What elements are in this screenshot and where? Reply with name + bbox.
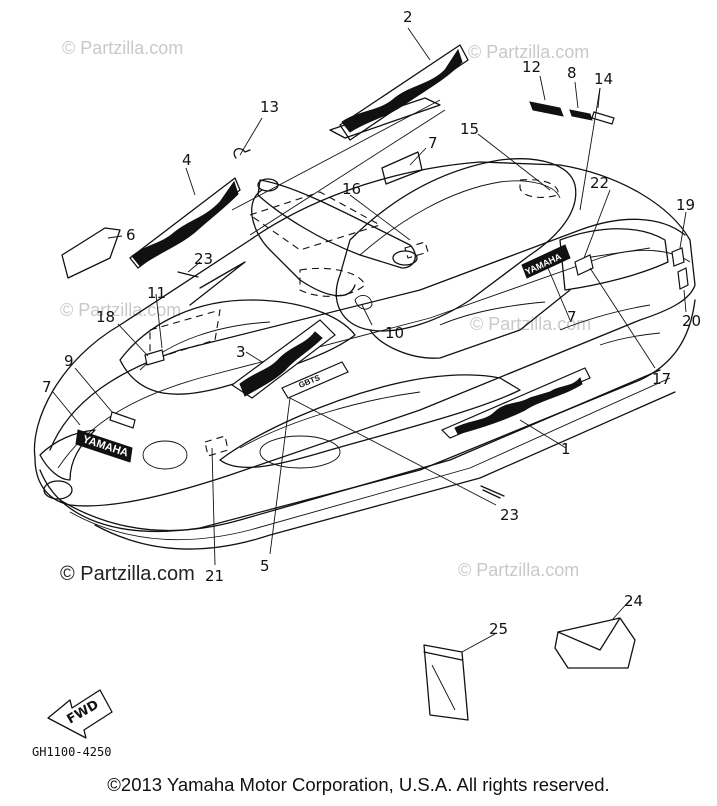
part-23-upper [177, 271, 199, 278]
svg-text:YAMAHA: YAMAHA [81, 433, 130, 459]
part-7-top [381, 151, 423, 185]
callout-18: 18 [96, 308, 115, 326]
watermark-top-right: © Partzilla.com [468, 42, 589, 62]
callout-10: 10 [385, 324, 404, 342]
decal-1-side-graphic [440, 367, 591, 439]
callout-7-bow: 7 [42, 378, 52, 396]
part-13 [233, 148, 251, 159]
callout-24: 24 [624, 592, 643, 610]
drawing-code: GH1100-4250 [32, 745, 111, 759]
fwd-arrow-icon: FWD [47, 689, 113, 739]
part-6-panel [61, 227, 121, 279]
part-4-decal-strip [129, 177, 241, 269]
decal-9 [109, 411, 136, 429]
callout-22: 22 [590, 174, 609, 192]
callout-11: 11 [147, 284, 166, 302]
decal-18 [144, 349, 165, 366]
callout-25: 25 [489, 620, 508, 638]
callout-15: 15 [460, 120, 479, 138]
decal-16 [404, 241, 429, 259]
callout-7-side: 7 [567, 308, 577, 326]
watermark-mid-right: © Partzilla.com [470, 314, 591, 334]
callout-3: 3 [236, 343, 246, 361]
decal-20 [677, 267, 689, 290]
callout-13: 13 [260, 98, 279, 116]
callout-19: 19 [676, 196, 695, 214]
callout-20: 20 [682, 312, 701, 330]
copyright-notice: ©2013 Yamaha Motor Corporation, U.S.A. A… [107, 774, 610, 795]
callout-23-upper: 23 [194, 250, 213, 268]
watercraft-hull [33, 158, 696, 550]
watermark-mid-left: © Partzilla.com [60, 300, 181, 320]
decal-22 [574, 254, 594, 276]
callout-6: 6 [126, 226, 136, 244]
callout-16: 16 [342, 180, 361, 198]
callout-1: 1 [561, 440, 571, 458]
part-25-card [423, 644, 469, 721]
callout-7-top: 7 [428, 134, 438, 152]
part-12 [529, 101, 564, 117]
decal-10 [354, 294, 373, 310]
decal-7-bow-yamaha: YAMAHA [75, 429, 133, 463]
callout-5: 5 [260, 557, 270, 575]
callout-14: 14 [594, 70, 613, 88]
callout-17: 17 [652, 370, 671, 388]
watermark-top-left: © Partzilla.com [62, 38, 183, 58]
decal-19 [671, 247, 685, 267]
callout-4: 4 [182, 151, 192, 169]
watermark-dark: © Partzilla.com [60, 563, 195, 585]
leader-lines [52, 27, 687, 653]
part-2-decal-strip [231, 44, 469, 236]
callout-12: 12 [522, 58, 541, 76]
callout-9: 9 [64, 352, 74, 370]
callout-labels: 1 2 3 4 5 6 7 7 7 8 9 10 11 12 13 14 15 … [42, 8, 701, 638]
callout-23-lower: 23 [500, 506, 519, 524]
part-14 [591, 111, 615, 125]
callout-2: 2 [403, 8, 413, 26]
watermark-bottom-right: © Partzilla.com [458, 560, 579, 580]
part-8 [569, 109, 593, 121]
part-23-lower [480, 485, 505, 497]
decal-3-hood-graphic [230, 319, 336, 399]
part-24-pouch [554, 617, 636, 669]
part-11-lines [189, 261, 246, 306]
callout-8: 8 [567, 64, 577, 82]
callout-21: 21 [205, 567, 224, 585]
